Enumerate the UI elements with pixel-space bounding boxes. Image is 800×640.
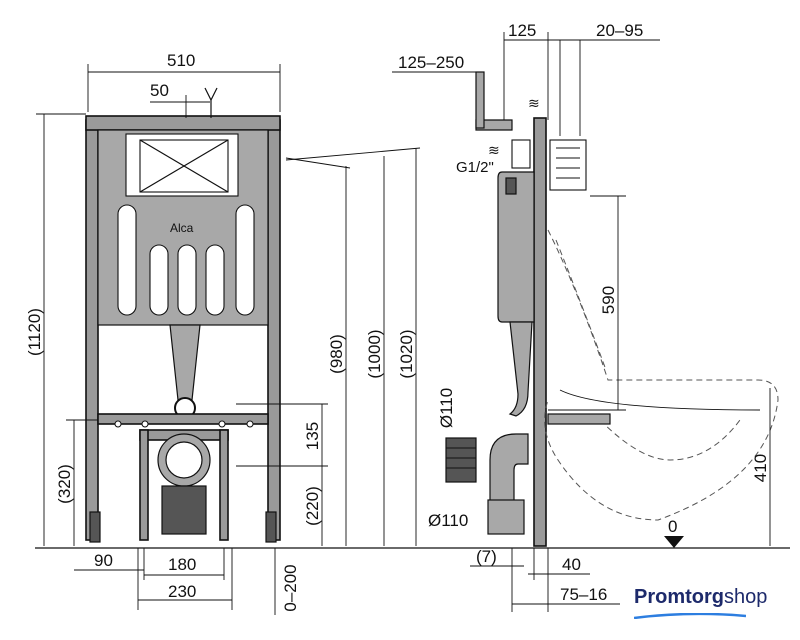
dim-diam-110-horizontal: Ø110 (428, 511, 468, 530)
right-foot (265, 511, 277, 543)
thread-label: G1/2" (456, 159, 494, 176)
ext-line (285, 147, 421, 161)
dim-125: 125 (508, 21, 536, 40)
arrow-down-icon (204, 87, 218, 102)
dim-zero: 0 (668, 517, 677, 536)
wall-bracket (549, 139, 587, 191)
cistern-slot (177, 244, 197, 316)
cistern-slot (149, 244, 169, 316)
dim-diam-110-vertical: Ø110 (437, 388, 456, 428)
right-post (267, 119, 281, 541)
cistern-slot (117, 204, 137, 316)
dim-410: 410 (751, 454, 770, 482)
dim-125-250: 125–250 (398, 53, 464, 72)
wave-icon: ≋ (528, 95, 540, 111)
lower-support (139, 429, 149, 541)
toilet-rim (559, 389, 761, 411)
flush-pipe-side (508, 321, 533, 417)
bolt (246, 420, 254, 428)
brand-part-1: Promtorg (634, 586, 724, 608)
front-view: Alca 510 50 (1120) (25, 51, 790, 615)
toilet-bowl-outline (544, 229, 779, 521)
left-foot (89, 511, 101, 543)
dim-1120: (1120) (25, 308, 44, 356)
dim-590: 590 (599, 286, 618, 314)
dim-40: 40 (562, 555, 581, 574)
dim-230: 230 (168, 582, 196, 601)
valve (505, 177, 517, 195)
side-frame-post (533, 117, 547, 547)
dim-90: 90 (94, 551, 113, 570)
opening-diagonal-b (139, 139, 229, 193)
dim-50: 50 (150, 81, 169, 100)
brand-swoosh (634, 613, 746, 619)
arrow-down-icon (664, 536, 684, 548)
cistern-slot (235, 204, 255, 316)
dim-510: 510 (167, 51, 195, 70)
fill-valve (511, 139, 531, 169)
cistern-slot (205, 244, 225, 316)
supply-riser (475, 71, 485, 129)
frame-logo: Alca (170, 221, 194, 235)
dim-7: (7) (476, 547, 497, 566)
flush-pipe (169, 324, 201, 401)
brand-logo: Promtorgshop (620, 566, 800, 640)
lower-crossbar (97, 413, 269, 425)
bolt (218, 420, 226, 428)
lower-support (219, 429, 229, 541)
dim-220: (220) (303, 486, 322, 526)
dim-135: 135 (303, 422, 322, 450)
drain-connector (445, 437, 477, 483)
dim-320: (320) (55, 464, 74, 504)
dim-1020: (1020) (397, 329, 416, 378)
dim-75-16: 75–16 (560, 585, 607, 604)
drain-elbow (489, 433, 529, 511)
bolt (141, 420, 149, 428)
brand-part-2: shop (724, 586, 768, 608)
dim-0-200: 0–200 (281, 564, 300, 611)
dim-180: 180 (168, 555, 196, 574)
bolt (114, 420, 122, 428)
drain-pipe (161, 485, 207, 535)
dim-980: (980) (327, 334, 346, 374)
wave-icon: ≋ (488, 142, 500, 158)
drain-socket (487, 499, 525, 535)
ext-line (285, 157, 351, 169)
dim-1000: (1000) (365, 329, 384, 378)
cistern-side (497, 171, 535, 323)
brand-wordmark: Promtorgshop (634, 586, 767, 609)
toilet-bowl-inner (599, 419, 741, 461)
drain-outlet-inner (165, 441, 203, 479)
left-post (85, 119, 99, 541)
toilet-bowl-inner (555, 239, 607, 371)
top-bar (85, 115, 281, 131)
bowl-bolt (547, 413, 611, 425)
dim-20-95: 20–95 (596, 21, 643, 40)
side-view: 125 20–95 125–250 ≋ ≋ G1/2" (392, 21, 779, 612)
